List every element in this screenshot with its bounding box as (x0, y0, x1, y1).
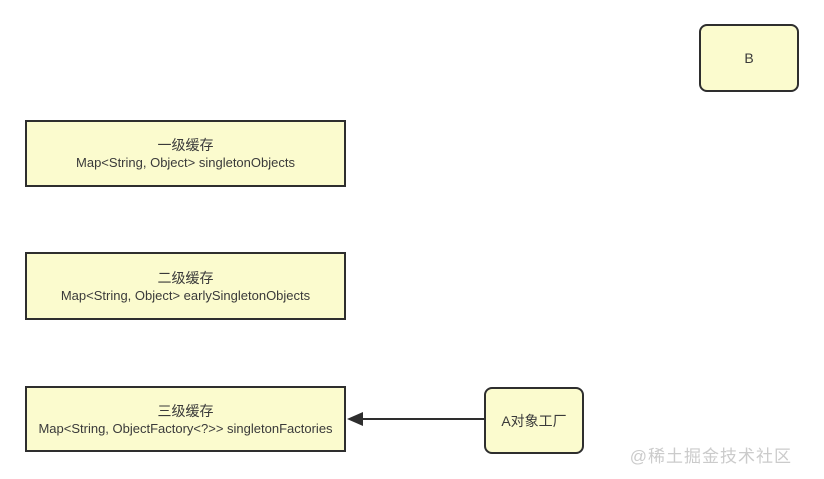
node-level3-code: Map<String, ObjectFactory<?>> singletonF… (38, 420, 333, 436)
node-level3-cache: 三级缓存 Map<String, ObjectFactory<?>> singl… (25, 386, 346, 452)
node-b-label: B (744, 50, 754, 66)
node-level2-code: Map<String, Object> earlySingletonObject… (60, 287, 311, 303)
node-level1-code: Map<String, Object> singletonObjects (76, 155, 295, 170)
node-level3-title: 三级缓存 (157, 402, 214, 419)
node-a-object-factory: A对象工厂 (484, 387, 584, 454)
arrow-head-icon (347, 412, 363, 426)
arrow-connector (347, 412, 486, 426)
node-level1-title: 一级缓存 (157, 137, 214, 153)
watermark: @稀土掘金技术社区 (629, 447, 792, 466)
node-level2-title: 二级缓存 (157, 269, 214, 286)
node-level2-cache: 二级缓存 Map<String, Object> earlySingletonO… (25, 252, 346, 320)
node-level1-cache: 一级缓存 Map<String, Object> singletonObject… (25, 120, 346, 187)
node-b: B (699, 24, 799, 92)
node-a-object-factory-label: A对象工厂 (501, 412, 567, 429)
